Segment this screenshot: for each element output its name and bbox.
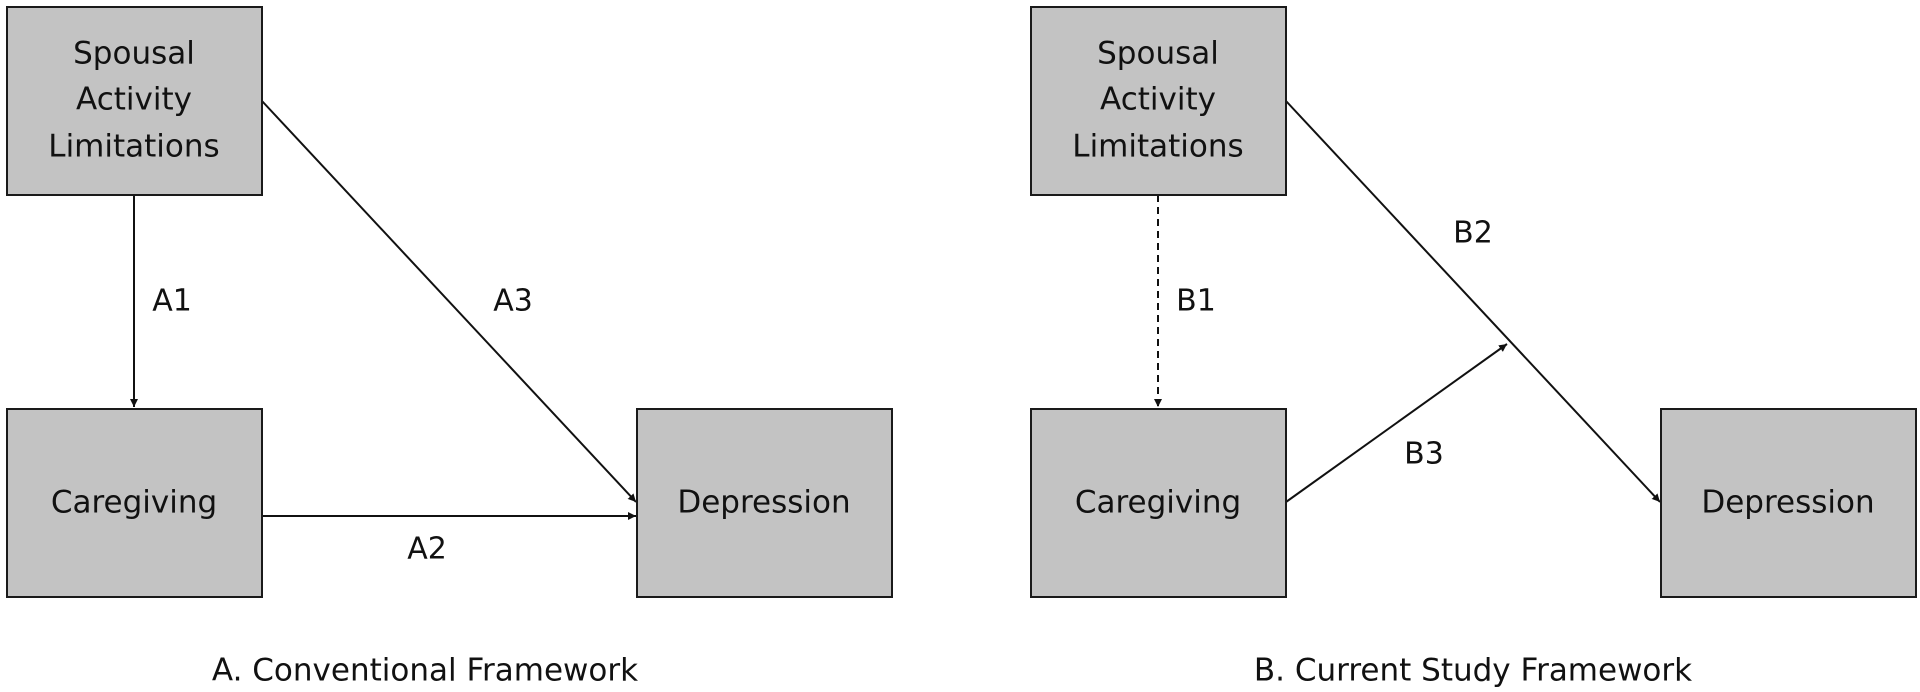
edge-b2-spousal-to-depression xyxy=(1285,100,1661,503)
node-a-spousal-line-3: Limitations xyxy=(48,129,219,165)
panel-b-caption: B. Current Study Framework xyxy=(1254,653,1692,689)
node-b-spousal-line-2: Activity xyxy=(1100,82,1216,118)
panel-a-conventional-framework: A1 A2 A3 Spousal Activity Limitations Ca… xyxy=(6,6,893,689)
edge-label-a1: A1 xyxy=(152,284,192,319)
edge-a3-spousal-to-depression xyxy=(261,100,637,503)
edge-label-b2: B2 xyxy=(1453,216,1493,251)
edge-label-a2: A2 xyxy=(407,532,447,567)
node-b-caregiving-label: Caregiving xyxy=(1075,485,1241,521)
node-a-depression-label: Depression xyxy=(677,485,850,521)
node-b-spousal-line-3: Limitations xyxy=(1072,129,1243,165)
edge-b3-caregiving-moderates-b2 xyxy=(1285,343,1508,503)
node-a-depression: Depression xyxy=(636,408,893,598)
node-a-spousal-line-2: Activity xyxy=(76,82,192,118)
node-b-depression-label: Depression xyxy=(1701,485,1874,521)
node-b-spousal-activity-limitations: Spousal Activity Limitations xyxy=(1030,6,1287,196)
node-a-spousal-activity-limitations: Spousal Activity Limitations xyxy=(6,6,263,196)
node-b-depression: Depression xyxy=(1660,408,1917,598)
panel-b-current-study-framework: B1 B2 B3 Spousal Activity Limitations Ca… xyxy=(1030,6,1917,689)
edge-label-a3: A3 xyxy=(493,284,533,319)
node-a-caregiving: Caregiving xyxy=(6,408,263,598)
node-b-caregiving: Caregiving xyxy=(1030,408,1287,598)
node-a-caregiving-label: Caregiving xyxy=(51,485,217,521)
edge-label-b1: B1 xyxy=(1176,284,1216,319)
edge-label-b3: B3 xyxy=(1404,437,1444,472)
panel-a-caption: A. Conventional Framework xyxy=(212,653,638,689)
node-a-spousal-line-1: Spousal xyxy=(73,36,195,72)
node-b-spousal-line-1: Spousal xyxy=(1097,36,1219,72)
